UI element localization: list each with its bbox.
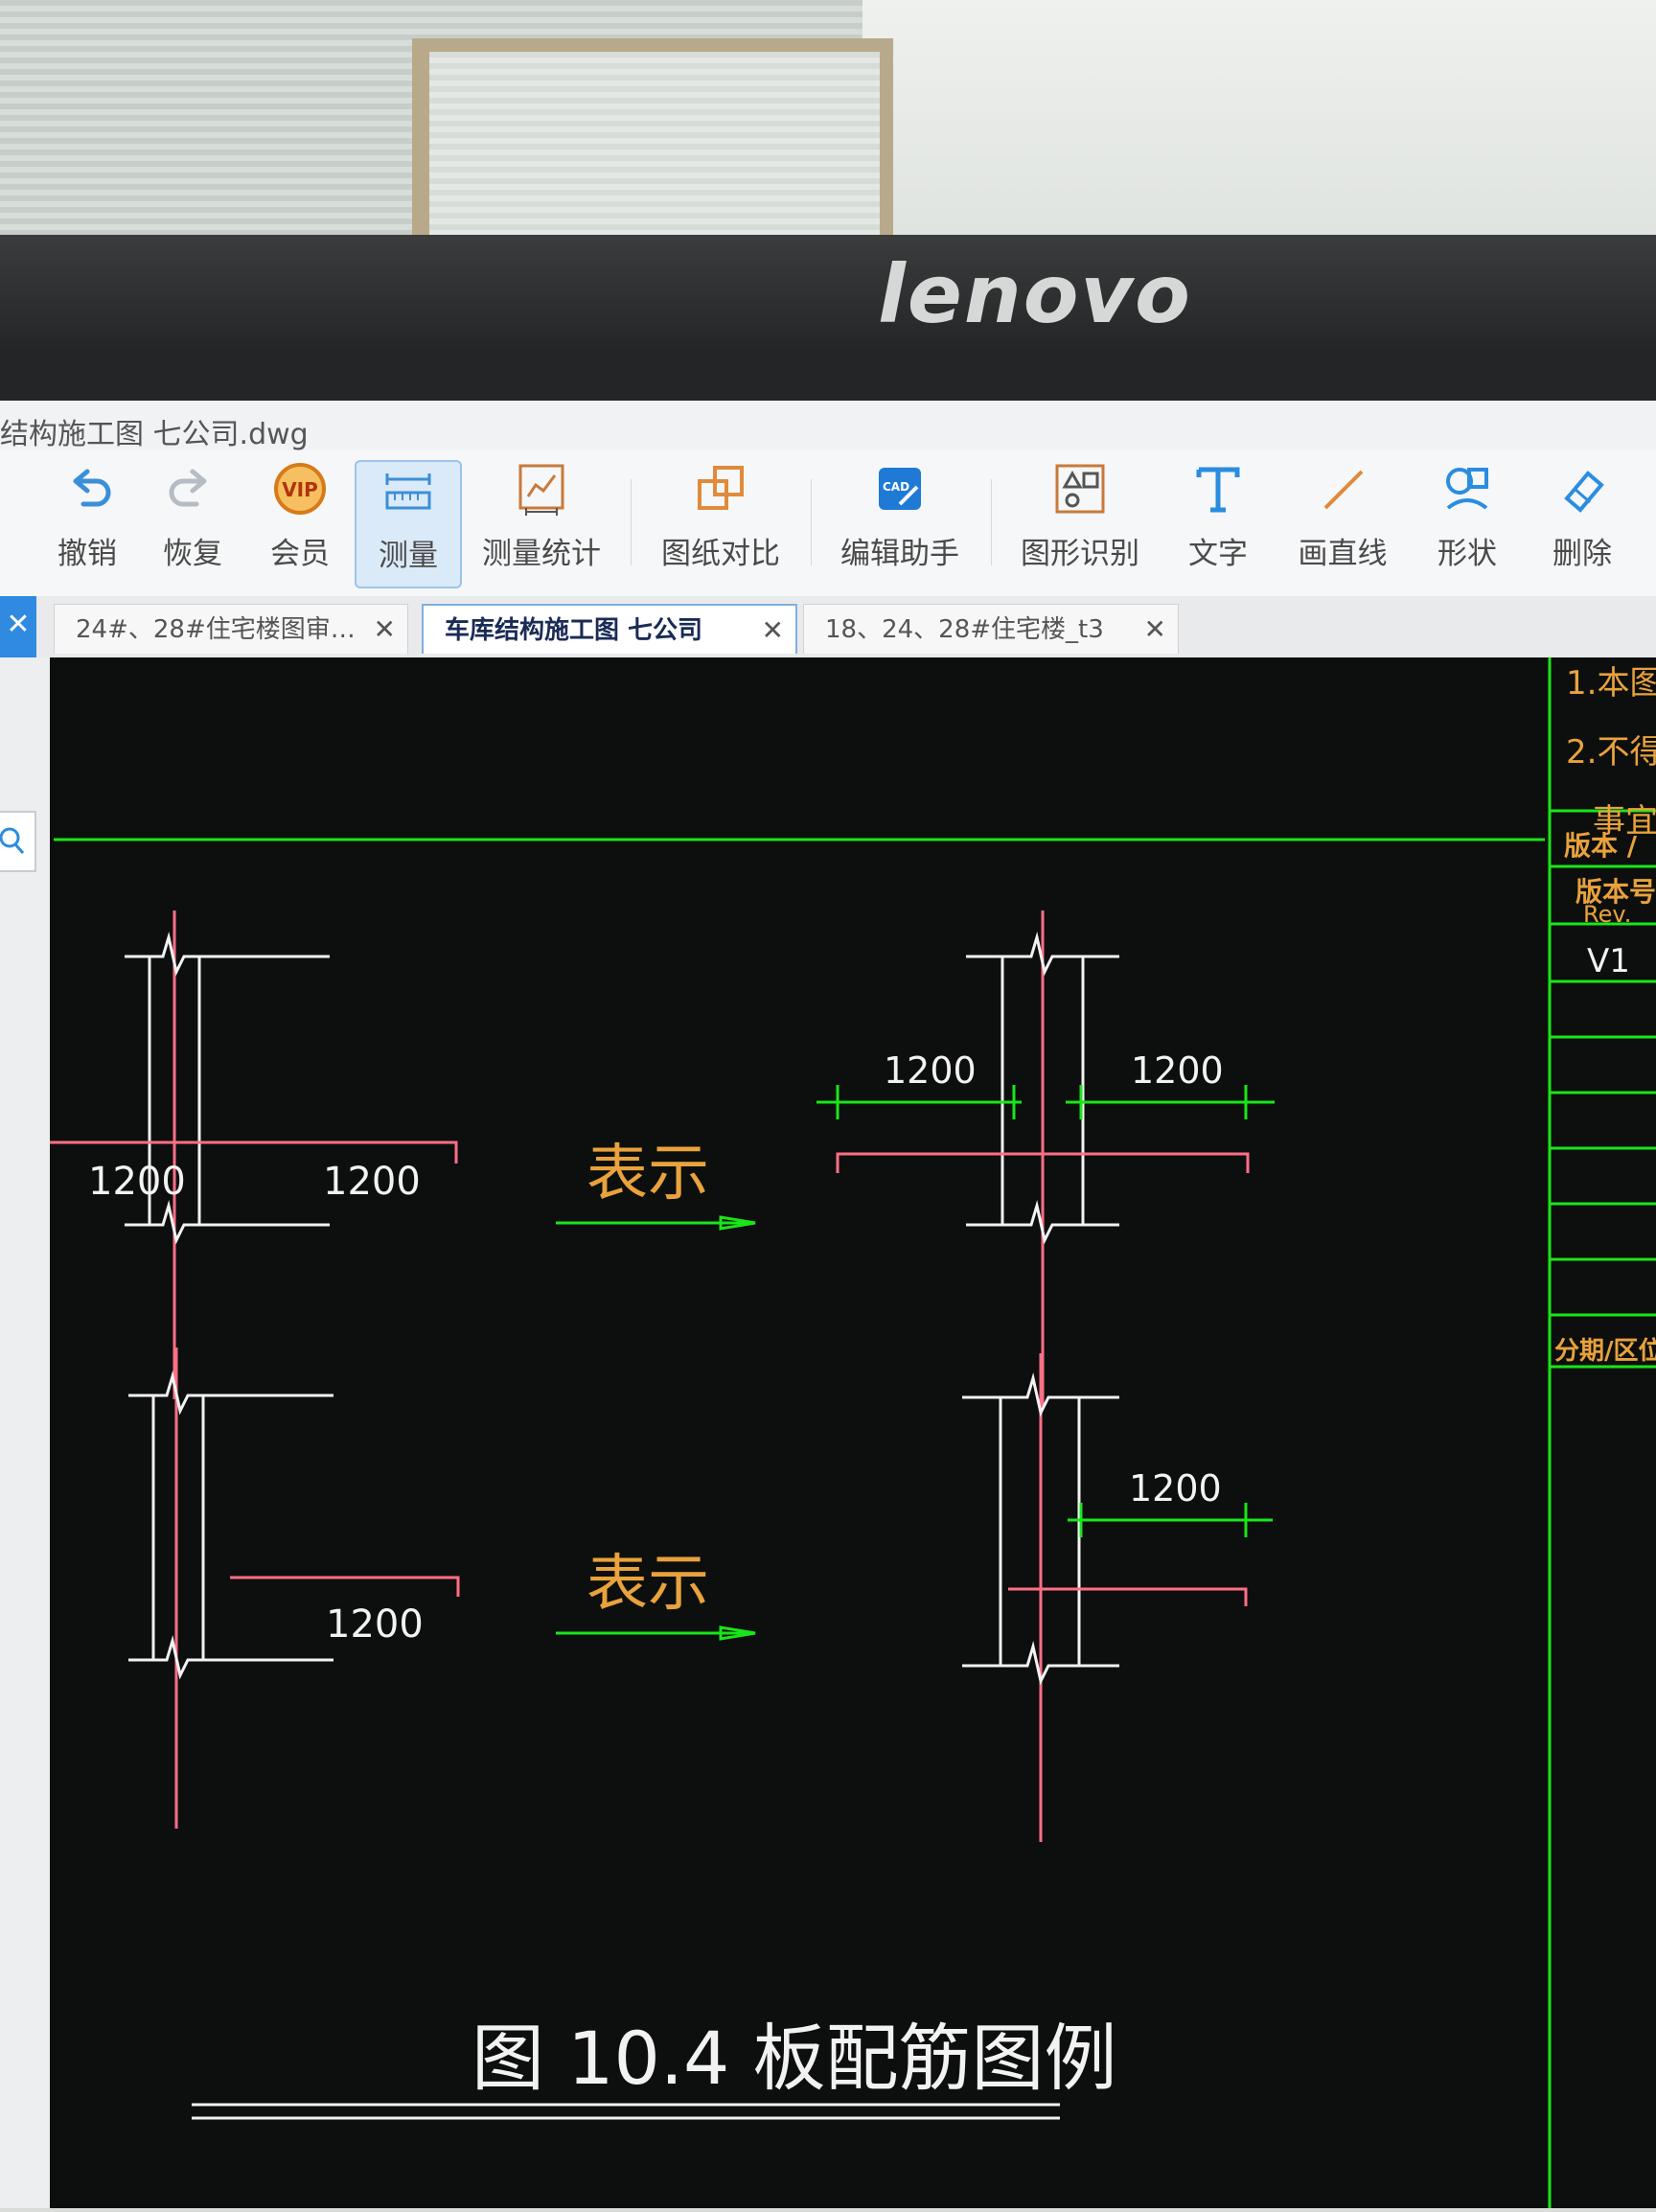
redo-icon bbox=[169, 469, 207, 507]
measure-button[interactable]: 测量 bbox=[355, 460, 462, 588]
svg-text:CAD: CAD bbox=[883, 480, 909, 494]
shape-recognition-button[interactable]: 图形识别 bbox=[1016, 460, 1144, 585]
arrow-top bbox=[556, 1215, 756, 1231]
redo-button[interactable]: 恢复 bbox=[150, 460, 236, 585]
left-side-panel: ✕ bbox=[0, 596, 50, 2208]
undo-icon bbox=[73, 469, 111, 507]
edit-assistant-button[interactable]: CAD 编辑助手 bbox=[838, 460, 962, 585]
arrow-bottom bbox=[556, 1625, 756, 1641]
toolbar-separator bbox=[811, 479, 812, 565]
title-block-note-3: 事宜 bbox=[1593, 802, 1656, 841]
toolbar-separator bbox=[631, 479, 632, 565]
title-block-rev-value: V1 bbox=[1587, 942, 1630, 980]
compare-button[interactable]: 图纸对比 bbox=[659, 460, 782, 585]
rebar-legend-right-top bbox=[816, 910, 1275, 1409]
title-block-rev: Rev. bbox=[1583, 901, 1631, 928]
dim-label: 1200 bbox=[323, 1160, 421, 1204]
toolbar: 撤销 恢复 VIP 会员 测量 bbox=[0, 450, 1656, 596]
delete-button[interactable]: 删除 bbox=[1539, 460, 1625, 585]
line-icon bbox=[1323, 470, 1364, 510]
undo-button[interactable]: 撤销 bbox=[44, 460, 130, 585]
dim-label: 1200 bbox=[88, 1160, 186, 1204]
rebar-legend-left-top bbox=[50, 910, 458, 1399]
window-title: 结构施工图 七公司.dwg bbox=[0, 418, 309, 451]
tab-residential-t3[interactable]: 18、24、28#住宅楼_t3 ✕ bbox=[803, 604, 1179, 654]
shape-tool-button[interactable]: 形状 bbox=[1424, 460, 1510, 585]
title-block-version-no: 版本号 bbox=[1576, 876, 1656, 908]
title-bar: 结构施工图 七公司.dwg bbox=[0, 401, 1656, 451]
tab-residential-review[interactable]: 24#、28#住宅楼图审… ✕ bbox=[54, 604, 408, 654]
rebar-legend-left-bottom bbox=[128, 1348, 460, 1829]
close-panel-icon[interactable]: ✕ bbox=[0, 596, 36, 657]
represent-label: 表示 bbox=[586, 1549, 709, 1620]
document-tab-bar: 24#、28#住宅楼图审… ✕ 车库结构施工图 七公司 ✕ 18、24、28#住… bbox=[0, 596, 1656, 657]
search-icon[interactable] bbox=[0, 811, 36, 872]
dim-label: 1200 bbox=[884, 1049, 977, 1092]
title-block-note-2: 2.不得 bbox=[1566, 733, 1656, 772]
represent-label: 表示 bbox=[586, 1139, 709, 1210]
ruler-icon bbox=[385, 473, 431, 510]
dim-label: 1200 bbox=[1131, 1049, 1224, 1092]
cad-drawing: 1.本图 2.不得 事宜 版本 / 版本号 Rev. V1 分期/区位 1200… bbox=[50, 657, 1656, 2208]
text-t-icon bbox=[1196, 467, 1240, 513]
close-tab-icon[interactable]: ✕ bbox=[1143, 613, 1166, 645]
measure-stats-button[interactable]: 测量统计 bbox=[479, 460, 604, 585]
monitor-brand-logo: lenovo bbox=[878, 247, 1192, 341]
title-block-note-1: 1.本图 bbox=[1566, 664, 1656, 703]
toolbar-separator bbox=[991, 479, 992, 565]
cad-edit-icon: CAD bbox=[879, 468, 921, 510]
title-block-phase: 分期/区位 bbox=[1554, 1336, 1656, 1366]
tab-garage-structure[interactable]: 车库结构施工图 七公司 ✕ bbox=[422, 604, 797, 654]
dim-label: 1200 bbox=[1129, 1467, 1222, 1509]
app-screen: 结构施工图 七公司.dwg 撤销 恢复 VIP 会员 bbox=[0, 401, 1656, 2208]
vip-badge-icon: VIP bbox=[274, 463, 326, 515]
dim-label: 1200 bbox=[326, 1602, 424, 1647]
svg-text:VIP: VIP bbox=[282, 478, 318, 501]
close-tab-icon[interactable]: ✕ bbox=[761, 614, 784, 646]
shape-recognition-icon bbox=[1055, 464, 1105, 514]
text-tool-button[interactable]: 文字 bbox=[1175, 460, 1261, 585]
eraser-icon bbox=[1564, 471, 1604, 513]
chart-measure-icon bbox=[518, 464, 564, 516]
drawing-canvas[interactable]: 1.本图 2.不得 事宜 版本 / 版本号 Rev. V1 分期/区位 1200… bbox=[50, 657, 1656, 2208]
office-window-frame bbox=[412, 38, 893, 258]
close-tab-icon[interactable]: ✕ bbox=[373, 613, 396, 645]
vip-button[interactable]: VIP 会员 bbox=[257, 460, 343, 585]
figure-caption: 图 10.4 板配筋图例 bbox=[472, 2016, 1117, 2101]
title-block-version: 版本 / bbox=[1564, 830, 1638, 862]
compare-icon bbox=[698, 466, 744, 510]
rebar-legend-right-bottom bbox=[962, 1353, 1273, 1842]
draw-line-button[interactable]: 画直线 bbox=[1290, 460, 1395, 585]
shape-icon bbox=[1446, 468, 1488, 510]
